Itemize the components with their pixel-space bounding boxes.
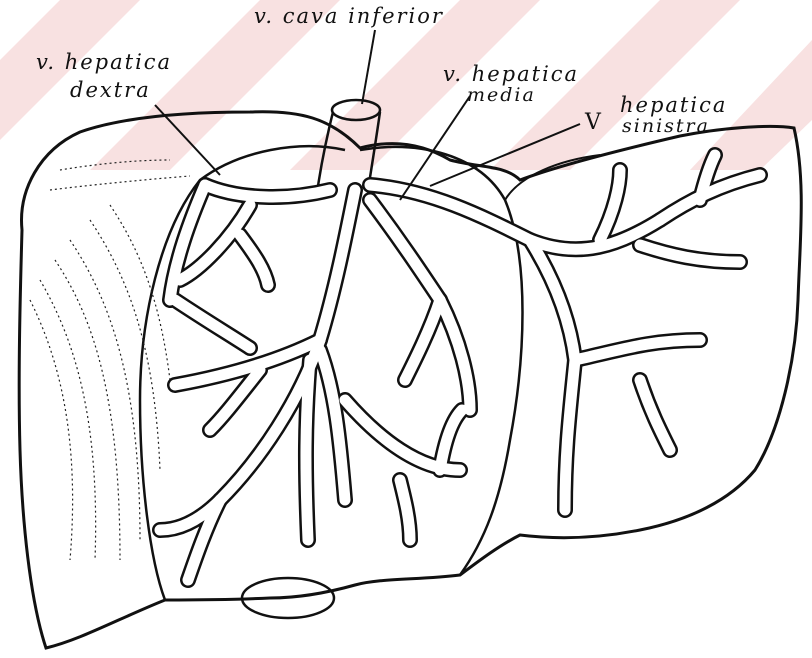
label-hepatica-dextra-1: v. hepatica: [36, 52, 172, 73]
hatching: [30, 160, 190, 560]
label-hepatica-media-2: media: [467, 86, 536, 105]
label-vena-cava: v. cava inferior: [254, 6, 444, 27]
label-hepatica-media-1: v. hepatica: [443, 64, 579, 85]
label-hepatica-dextra-2: dextra: [70, 80, 151, 101]
hepatic-vein-tree: [160, 155, 760, 580]
label-hepatica-sinistra-1: hepatica: [620, 95, 727, 116]
label-hepatica-sinistra-2: sinistra: [622, 117, 710, 136]
label-v: V: [585, 112, 603, 134]
